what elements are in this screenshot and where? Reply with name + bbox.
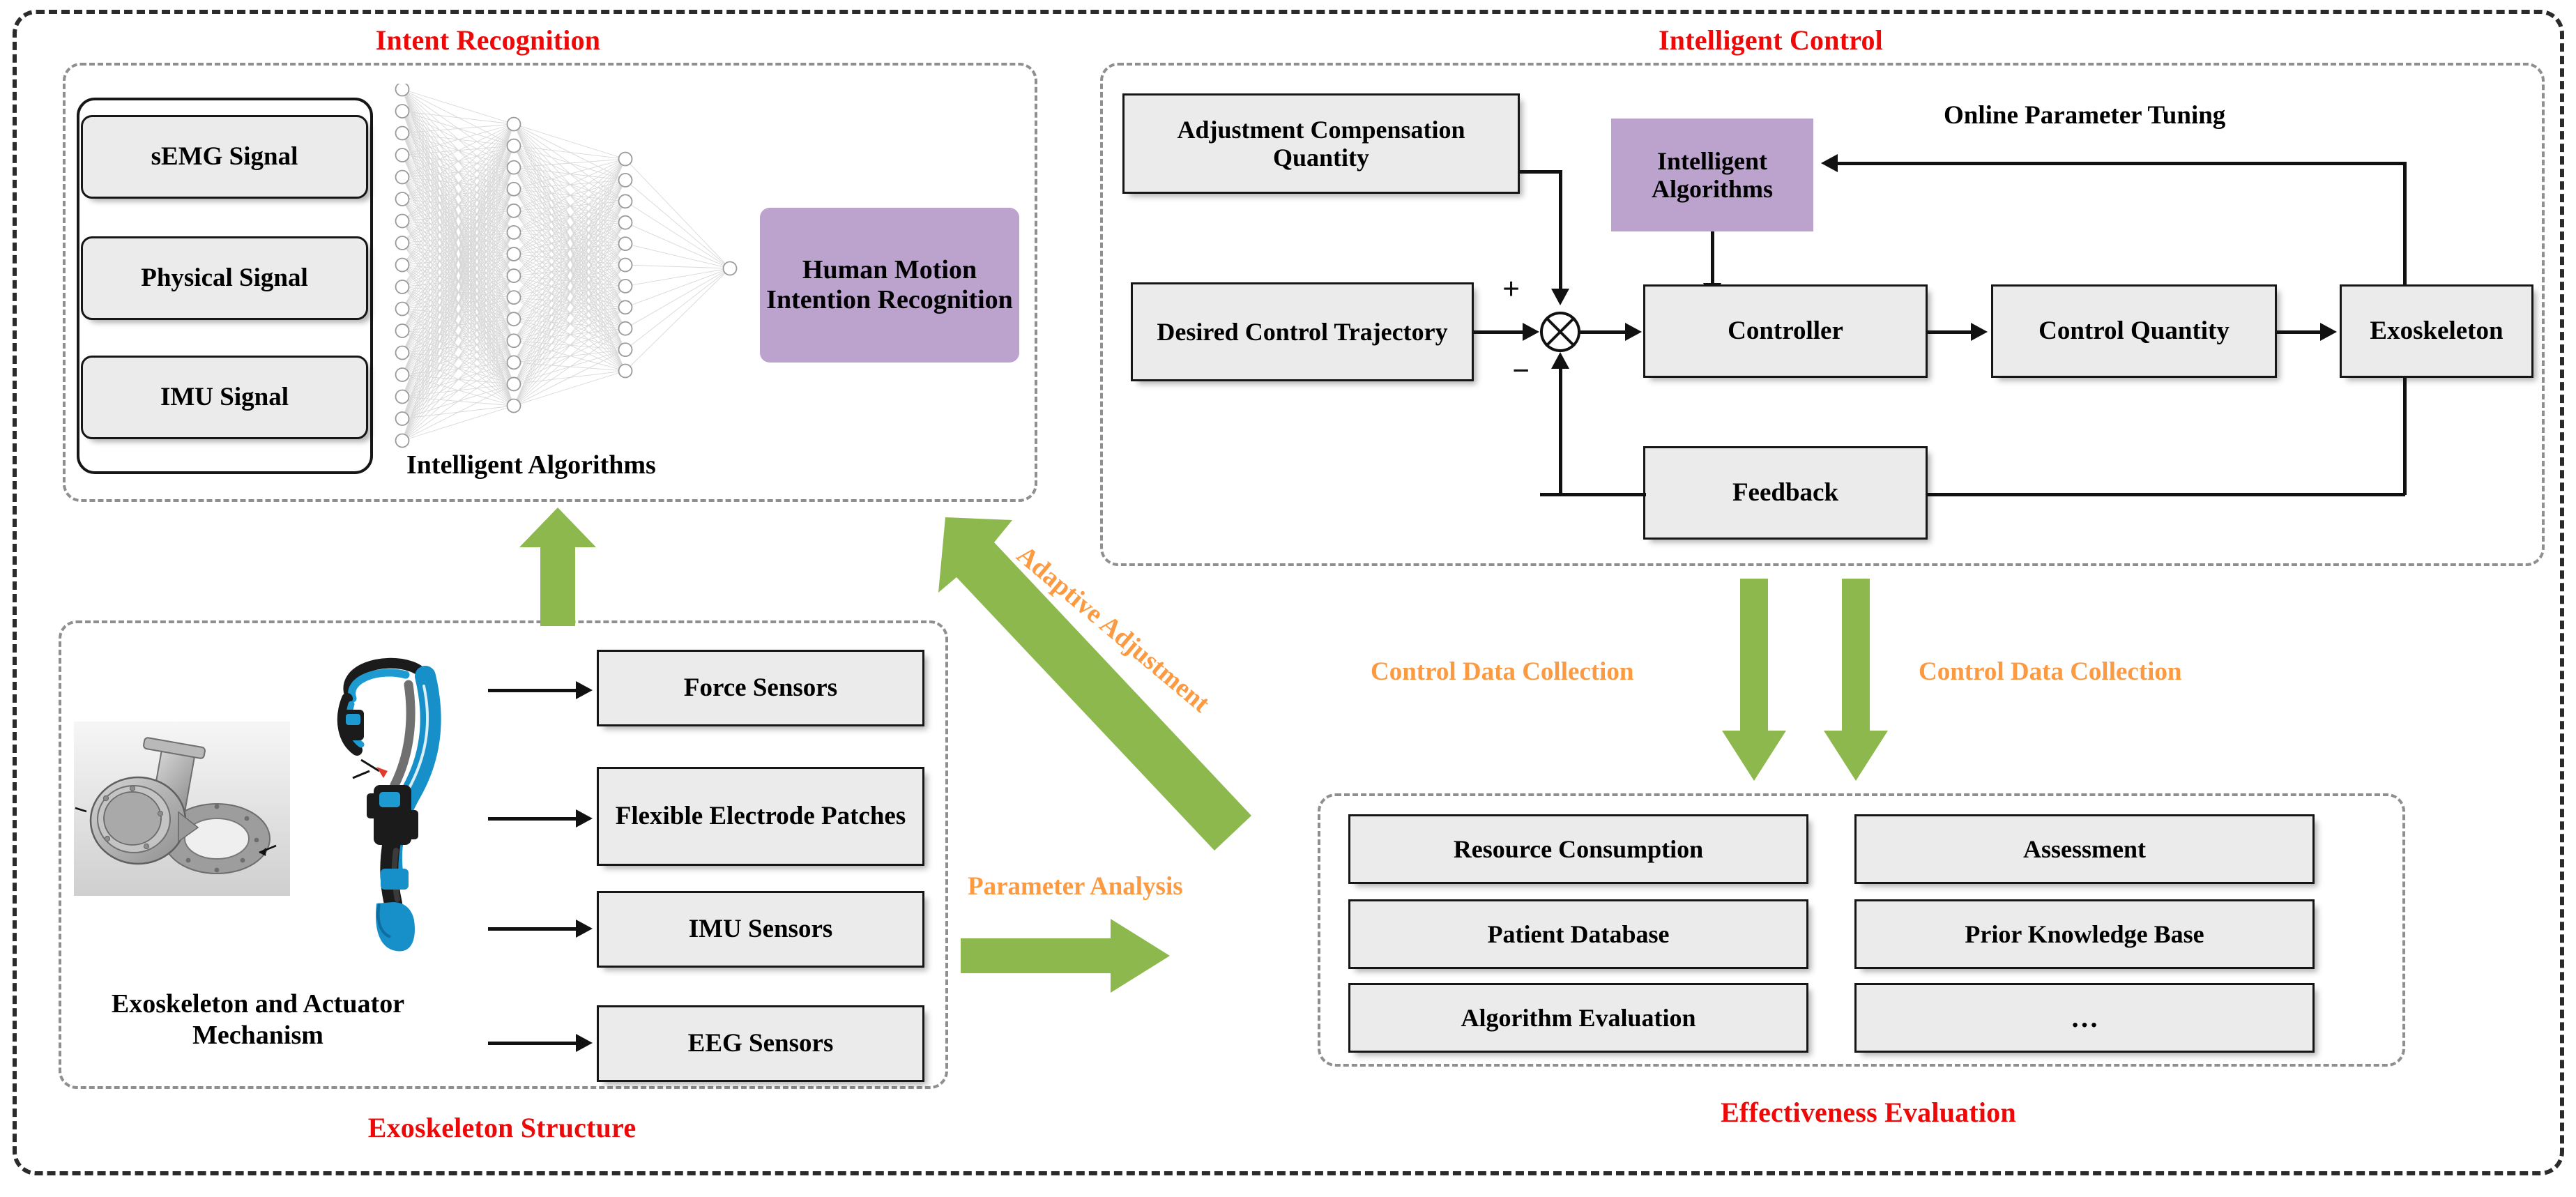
neural-network-svg [395, 84, 738, 448]
intelligent-control-frame [1100, 63, 2545, 566]
exoskeleton-block[interactable]: Exoskeleton [2340, 284, 2533, 378]
intelligent-control-title: Intelligent Control [1659, 24, 1883, 56]
sensor-block-force[interactable]: Force Sensors [597, 650, 924, 726]
neural-network-graphic [387, 84, 742, 453]
tuning-line-horizontal [1838, 162, 2406, 165]
effectiveness-evaluation-frame [1318, 793, 2405, 1067]
feedback-block[interactable]: Feedback [1643, 446, 1928, 540]
exo-to-feedback-vertical [2403, 378, 2407, 495]
cq-to-exo-line [2277, 330, 2323, 334]
controller-block[interactable]: Controller [1643, 284, 1928, 378]
green-arrow-up-structure-to-intent [516, 508, 600, 626]
adjustment-compensation-block[interactable]: Adjustment Compensation Quantity [1122, 93, 1520, 194]
adjustment-branch-vertical [1559, 170, 1562, 290]
intent-recognition-title: Intent Recognition [375, 24, 601, 56]
summing-junction [1540, 312, 1580, 352]
control-data-collection-label-right: Control Data Collection [1919, 657, 2182, 686]
feedback-to-junction-arrowhead [1551, 352, 1569, 369]
exoskeleton-image-caption: Exoskeleton and Actuator Mechanism [111, 989, 405, 1050]
evaluation-block-prior-knowledge-base[interactable]: Prior Knowledge Base [1854, 899, 2315, 969]
sensor-block-eeg[interactable]: EEG Sensors [597, 1005, 924, 1082]
signal-block-imu[interactable]: IMU Signal [81, 356, 368, 439]
signal-block-physical[interactable]: Physical Signal [81, 236, 368, 320]
sensor-arrow-head-force [576, 681, 593, 699]
evaluation-block-ellipsis[interactable]: … [1854, 983, 2315, 1053]
algorithms-to-controller-line [1711, 231, 1714, 284]
feedback-to-junction-vertical [1559, 369, 1562, 494]
sensor-arrow-head-imu [576, 920, 593, 938]
junction-plus-sign: + [1502, 272, 1521, 306]
human-motion-intention-block[interactable]: Human Motion Intention Recognition [760, 208, 1019, 363]
evaluation-block-assessment[interactable]: Assessment [1854, 814, 2315, 884]
sensor-arrow-line-electrode [488, 817, 579, 821]
green-arrow-down-left [1722, 579, 1786, 781]
desired-control-trajectory-block[interactable]: Desired Control Trajectory [1131, 282, 1474, 381]
controller-to-cq-line [1928, 330, 1974, 334]
desired-to-junction-line [1474, 330, 1525, 334]
green-arrow-adaptive-adjustment [927, 509, 1290, 857]
evaluation-block-resource-consumption[interactable]: Resource Consumption [1348, 814, 1808, 884]
parameter-analysis-label: Parameter Analysis [968, 872, 1183, 901]
sensor-arrow-line-force [488, 689, 579, 692]
evaluation-block-patient-database[interactable]: Patient Database [1348, 899, 1808, 969]
intelligent-algorithms-block[interactable]: Intelligent Algorithms [1611, 119, 1813, 231]
sensor-arrow-head-electrode [576, 809, 593, 828]
exo-to-feedback-horizontal [1664, 493, 2405, 496]
intent-recognition-frame [63, 63, 1037, 502]
sensor-block-electrode[interactable]: Flexible Electrode Patches [597, 767, 924, 866]
evaluation-block-algorithm-evaluation[interactable]: Algorithm Evaluation [1348, 983, 1808, 1053]
adjustment-branch-arrowhead [1551, 289, 1569, 305]
tuning-line-vertical [2403, 162, 2407, 303]
cq-to-exo-arrowhead [2320, 323, 2337, 341]
desired-to-junction-arrowhead [1523, 323, 1539, 341]
actuator-cad-image [74, 722, 290, 896]
sensor-block-imu[interactable]: IMU Sensors [597, 891, 924, 968]
adjustment-branch-horizontal [1520, 170, 1562, 174]
green-arrow-parameter-analysis [961, 919, 1170, 993]
junction-minus-sign: − [1512, 353, 1530, 388]
sensor-arrow-line-eeg [488, 1042, 579, 1045]
control-data-collection-label-left: Control Data Collection [1371, 657, 1634, 686]
exoskeleton-structure-title: Exoskeleton Structure [367, 1112, 637, 1143]
online-parameter-tuning-label: Online Parameter Tuning [1944, 101, 2226, 130]
exoskeleton-structure-frame [59, 620, 948, 1089]
controller-to-cq-arrowhead [1971, 323, 1988, 341]
control-quantity-block[interactable]: Control Quantity [1991, 284, 2277, 378]
tuning-arrowhead [1821, 154, 1838, 172]
junction-to-controller-arrowhead [1625, 323, 1642, 341]
leg-exoskeleton-image [307, 655, 467, 976]
junction-to-controller-line [1580, 330, 1628, 334]
sensor-arrow-head-eeg [576, 1034, 593, 1052]
signal-block-semg[interactable]: sEMG Signal [81, 115, 368, 199]
green-arrow-down-right [1824, 579, 1888, 781]
sensor-arrow-line-imu [488, 927, 579, 931]
outer-frame [13, 10, 2564, 1175]
effectiveness-evaluation-title: Effectiveness Evaluation [1721, 1097, 2016, 1128]
neural-network-caption: Intelligent Algorithms [406, 450, 656, 480]
feedback-to-junction-horizontal [1540, 493, 1646, 496]
